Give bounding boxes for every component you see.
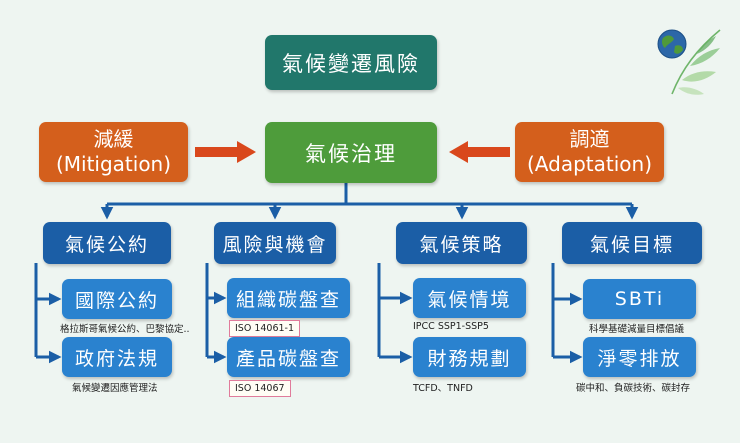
note-climate-scenario: IPCC SSP1-SSP5 xyxy=(413,321,489,332)
adaptation-label-en: (Adaptation) xyxy=(527,152,652,176)
tag-iso-14061-1: ISO 14061-1 xyxy=(229,320,301,337)
item-organization-carbon-inventory: 組織碳盤查 xyxy=(227,278,350,318)
category-risk-opportunity: 風險與機會 xyxy=(214,222,336,264)
climate-risk-title: 氣候變遷風險 xyxy=(265,35,437,90)
climate-governance-node: 氣候治理 xyxy=(265,122,437,183)
mitigation-label: 減緩 xyxy=(93,127,134,151)
note-international-convention: 格拉斯哥氣候公約、巴黎協定.. xyxy=(60,324,190,335)
item-financial-planning: 財務規劃 xyxy=(413,337,526,377)
category-climate-strategy: 氣候策略 xyxy=(396,222,527,264)
adaptation-label: 調適 xyxy=(569,127,610,151)
item-product-carbon-inventory: 產品碳盤查 xyxy=(227,337,350,377)
adaptation-arrow xyxy=(449,141,510,163)
item-sbti: SBTi xyxy=(583,279,696,319)
note-financial-planning: TCFD、TNFD xyxy=(413,383,473,394)
item-climate-scenario: 氣候情境 xyxy=(413,278,526,318)
note-government-regulation: 氣候變遷因應管理法 xyxy=(72,383,158,394)
mitigation-label-en: (Mitigation) xyxy=(55,152,172,176)
item-international-convention: 國際公約 xyxy=(62,279,172,319)
note-net-zero: 碳中和、負碳技術、碳封存 xyxy=(576,383,691,394)
tag-iso-14067: ISO 14067 xyxy=(229,380,291,397)
category-climate-target: 氣候目標 xyxy=(562,222,702,264)
note-sbti: 科學基礎減量目標倡議 xyxy=(589,324,685,335)
globe-leaf-icon xyxy=(657,29,721,95)
item-net-zero: 淨零排放 xyxy=(583,337,696,377)
item-government-regulation: 政府法規 xyxy=(62,337,172,377)
mitigation-node: 減緩 (Mitigation) xyxy=(39,122,188,182)
category-climate-convention: 氣候公約 xyxy=(43,222,171,264)
mitigation-arrow xyxy=(195,141,256,163)
adaptation-node: 調適 (Adaptation) xyxy=(515,122,664,182)
